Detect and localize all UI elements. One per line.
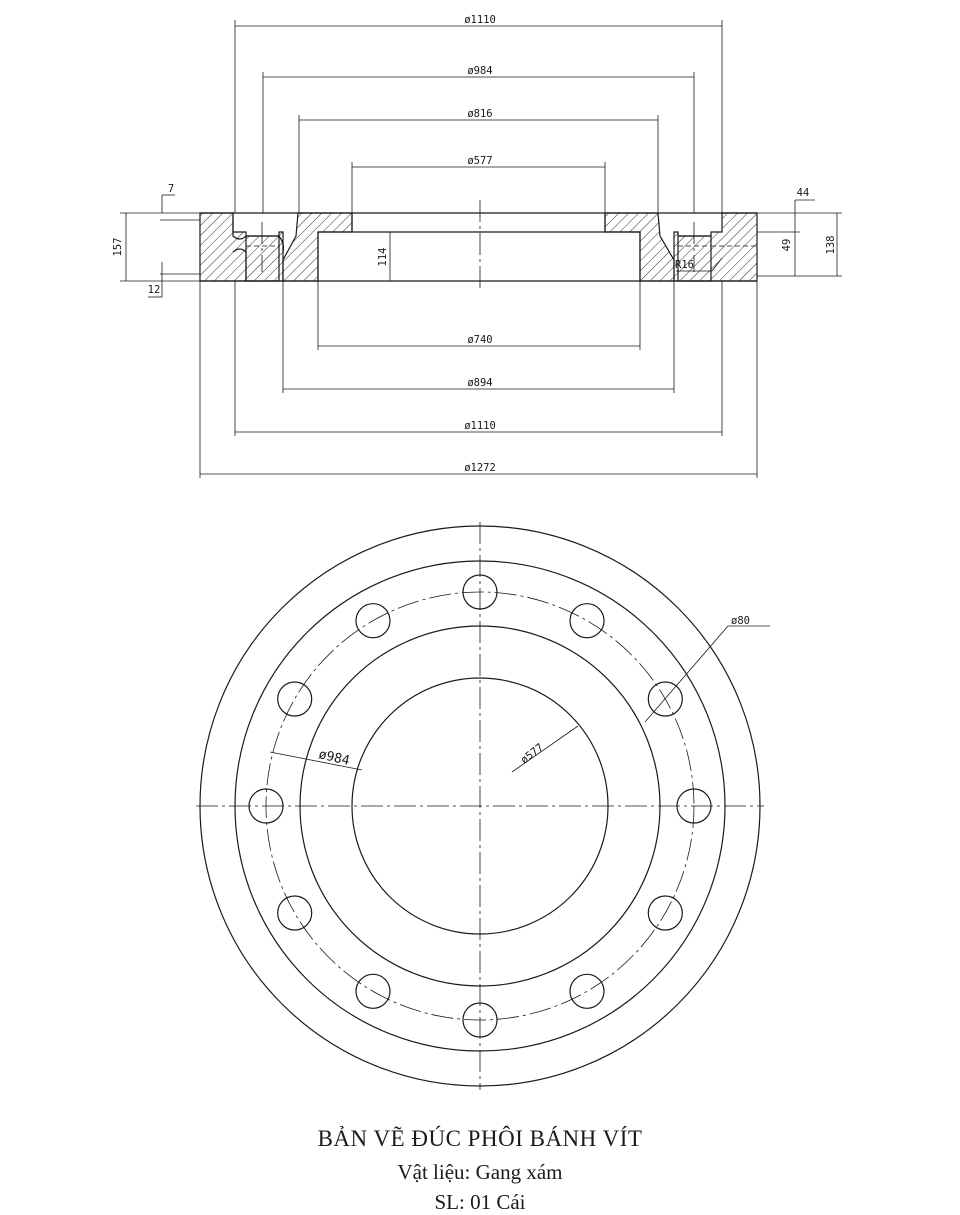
dim-bore-height: 114 (377, 248, 389, 267)
bolt-hole (248, 788, 284, 824)
dim-right-top: 44 (797, 187, 810, 199)
bolt-hole (647, 895, 683, 931)
dim-top-4: ø577 (467, 155, 492, 167)
dim-top-3: ø816 (467, 108, 492, 120)
dim-bottom-4: ø1272 (464, 462, 496, 474)
bolt-hole (569, 973, 605, 1009)
left-section-hatch (199, 212, 284, 282)
bolt-hole (462, 574, 498, 610)
right-section-hatch-2 (673, 212, 758, 282)
bolt-hole (277, 895, 313, 931)
dim-left-top-step: 7 (168, 183, 174, 195)
drawing-title: BẢN VẼ ĐÚC PHÔI BÁNH VÍT (317, 1126, 643, 1151)
dim-hole-dia: ø80 (731, 615, 750, 627)
bolt-hole (647, 681, 683, 717)
drawing-material: Vật liệu: Gang xám (397, 1160, 563, 1184)
dim-left-height: 157 (112, 238, 124, 257)
dim-inner-dia: ø577 (518, 741, 545, 766)
dim-right-mid: 49 (781, 239, 793, 252)
dim-pcd: ø984 (317, 747, 351, 769)
bolt-hole (676, 788, 712, 824)
bolt-hole (569, 603, 605, 639)
plan-view: ø80 ø984 ø577 (196, 522, 770, 1090)
section-view: ø1110 ø984 ø816 ø577 ø740 ø894 ø1110 ø12… (112, 14, 842, 478)
bolt-hole (355, 603, 391, 639)
dim-right-height: 138 (825, 236, 837, 255)
bolt-hole (355, 973, 391, 1009)
dim-top-1: ø1110 (464, 14, 496, 26)
drawing-quantity: SL: 01 Cái (434, 1190, 526, 1214)
dim-top-2: ø984 (467, 65, 492, 77)
bolt-hole (277, 681, 313, 717)
bolt-holes (248, 574, 712, 1038)
dim-left-bottom-step: 12 (148, 284, 161, 296)
bolt-hole (462, 1002, 498, 1038)
dim-bottom-2: ø894 (467, 377, 492, 389)
dim-radius: R16 (675, 259, 694, 271)
dim-bottom-1: ø740 (467, 334, 492, 346)
dim-bottom-3: ø1110 (464, 420, 496, 432)
